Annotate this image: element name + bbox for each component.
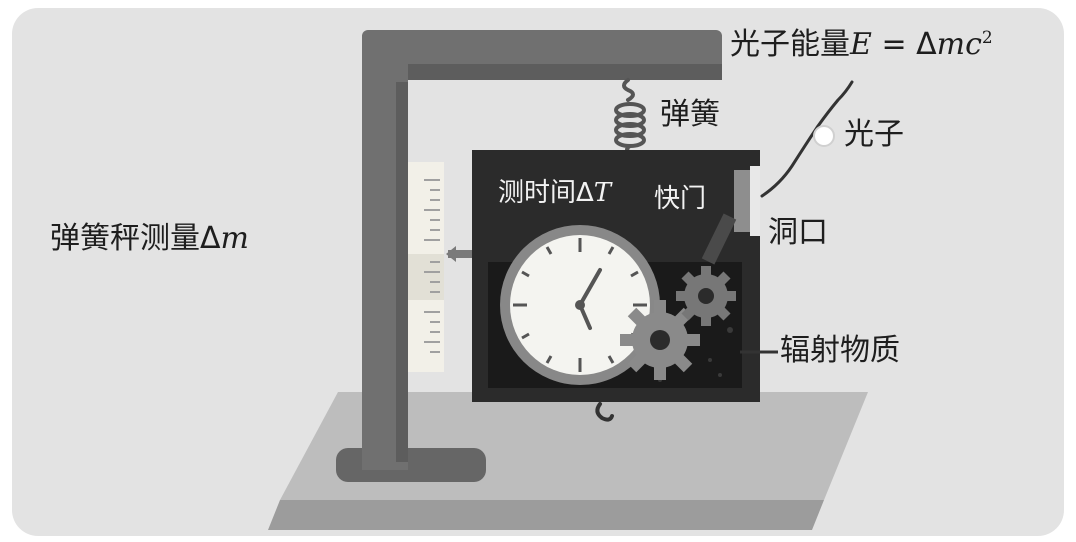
gear-icon bbox=[676, 266, 736, 326]
stand-foot bbox=[336, 448, 486, 482]
measure-time-label: 测时间ΔT bbox=[498, 178, 612, 208]
bottom-hook bbox=[595, 402, 614, 422]
stand-pole-shade bbox=[396, 82, 408, 462]
scale-pointer bbox=[446, 246, 478, 262]
scale-measure-label: 弹簧秤测量Δm bbox=[50, 221, 249, 256]
spring-icon bbox=[614, 78, 646, 154]
photon-icon bbox=[760, 80, 854, 198]
photon-label: 光子 bbox=[844, 117, 904, 152]
shutter-label: 快门 bbox=[654, 184, 707, 214]
stand-arm-shade bbox=[408, 64, 722, 80]
base-platform-side bbox=[268, 500, 824, 530]
spring-label: 弹簧 bbox=[660, 97, 720, 132]
hole-label: 洞口 bbox=[768, 215, 828, 250]
scale-ruler-icon bbox=[408, 162, 444, 372]
photon-energy-label: 光子能量E = Δmc2 bbox=[730, 27, 993, 62]
gear-icon bbox=[620, 300, 700, 380]
radioactive-label: 辐射物质 bbox=[780, 333, 900, 368]
shutter-icon bbox=[701, 166, 760, 265]
